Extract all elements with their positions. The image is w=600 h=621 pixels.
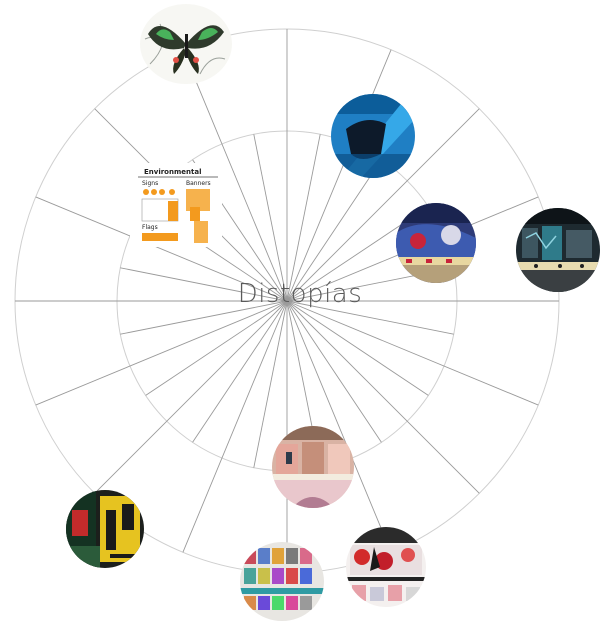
grid-spoke: [286, 300, 539, 406]
grid-spoke: [253, 300, 288, 468]
blue-abstract-thumbnail[interactable]: [331, 94, 415, 178]
grid-spoke: [286, 300, 429, 396]
diagram-title: Distopías: [237, 279, 363, 309]
grid-spoke: [145, 300, 288, 396]
red-poster-shop-thumbnail[interactable]: [346, 527, 426, 607]
grid-spoke: [253, 134, 288, 302]
grid-spoke: [35, 300, 288, 406]
grid-spoke: [94, 300, 288, 494]
grid-spoke: [35, 196, 288, 302]
grid-spoke: [286, 300, 392, 553]
magazine-rack-thumbnail[interactable]: [240, 542, 324, 621]
grid-spoke: [120, 300, 288, 335]
pink-storefront-thumbnail[interactable]: [272, 426, 354, 508]
grid-spoke: [286, 300, 480, 494]
grid-spoke: [286, 300, 382, 443]
grid-spoke: [182, 300, 288, 553]
grid-spoke: [192, 300, 288, 443]
grid-spoke: [286, 300, 454, 335]
butterfly-illustration-thumbnail[interactable]: [140, 4, 232, 84]
grid-spoke: [286, 134, 321, 302]
grid-spoke: [120, 267, 288, 302]
signs-label: Signs: [142, 180, 158, 187]
banners-label: Banners: [186, 180, 211, 187]
env-heading: Environmental: [144, 168, 201, 176]
grid-spoke: [286, 108, 480, 302]
environmental-graphics-thumbnail[interactable]: Environmental Signs Banners Flags: [130, 163, 222, 247]
grid-spoke: [286, 159, 382, 302]
store-display-red-blue-thumbnail[interactable]: [396, 203, 476, 283]
grid-spoke: [286, 49, 392, 302]
yellow-black-signage-thumbnail[interactable]: [66, 490, 144, 568]
grid-spoke: [182, 49, 288, 302]
flags-label: Flags: [142, 224, 158, 231]
